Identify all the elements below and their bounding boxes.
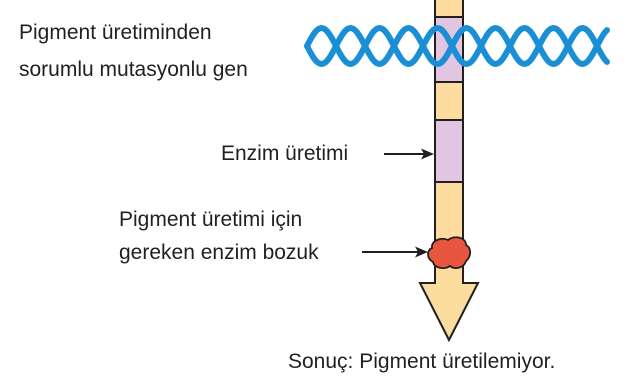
- broken-enzyme-pointer-arrow: [362, 246, 428, 258]
- dna-double-helix: [304, 24, 610, 68]
- mutated-gene-label-line2: sorumlu mutasyonlu gen: [19, 58, 248, 81]
- broken-enzyme-label-line2: gereken enzim bozuk: [119, 241, 319, 264]
- dna-strand: [304, 24, 610, 68]
- gene-segment-middle: [434, 81, 464, 121]
- result-label: Sonuç: Pigment üretilemiyor.: [288, 350, 556, 373]
- enzyme-production-segment: [434, 119, 464, 183]
- dna-strand: [304, 24, 610, 68]
- enzyme-production-pointer-arrow: [384, 148, 434, 160]
- enzyme-production-label: Enzim üretimi: [221, 142, 349, 165]
- gene-segment-top: [434, 0, 464, 18]
- broken-enzyme-shape: [427, 236, 472, 269]
- broken-enzyme-label-line1: Pigment üretimi için: [119, 208, 303, 231]
- mutated-gene-label-line1: Pigment üretiminden: [19, 21, 212, 44]
